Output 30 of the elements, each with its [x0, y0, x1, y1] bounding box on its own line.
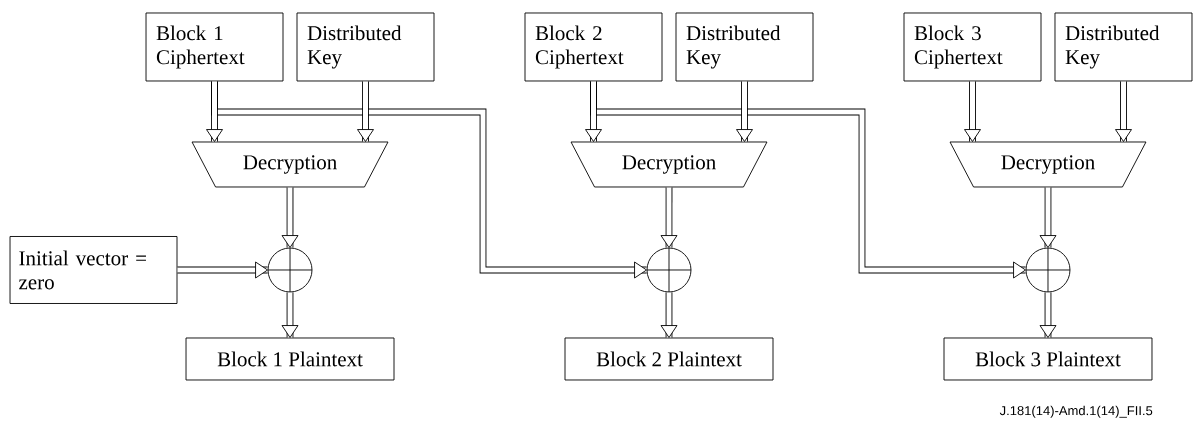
arrow [585, 81, 602, 142]
arrow [1115, 81, 1132, 142]
arrow [660, 292, 678, 338]
output-box: Block 3 Plaintext [943, 337, 1153, 381]
input-box: Initial vector = zero [9, 236, 178, 304]
arrow [357, 81, 374, 142]
arrow [964, 81, 981, 142]
input-box: Block 3 Ciphertext [903, 12, 1042, 82]
arrow [281, 292, 299, 338]
decryption-trapezoid: Decryption [949, 141, 1147, 188]
decryption-trapezoid: Decryption [191, 141, 389, 188]
output-box: Block 2 Plaintext [564, 337, 774, 381]
input-box: Distributed Key [296, 12, 435, 82]
arrow [660, 187, 678, 248]
arrow [1039, 292, 1057, 338]
arrow [1039, 187, 1057, 248]
xor-symbol [1025, 247, 1071, 293]
input-box: Block 2 Ciphertext [524, 12, 663, 82]
figure-id: J.181(14)-Amd.1(14)_FII.5 [999, 405, 1153, 418]
input-box: Block 1 Ciphertext [145, 12, 284, 82]
arrow [206, 81, 223, 142]
xor-symbol [646, 247, 692, 293]
output-box: Block 1 Plaintext [185, 337, 395, 381]
input-box: Distributed Key [675, 12, 814, 82]
input-box: Distributed Key [1054, 12, 1193, 82]
arrow [736, 81, 753, 142]
arrow [281, 187, 299, 248]
arrow [177, 261, 268, 279]
xor-symbol [267, 247, 313, 293]
decryption-trapezoid: Decryption [570, 141, 768, 188]
